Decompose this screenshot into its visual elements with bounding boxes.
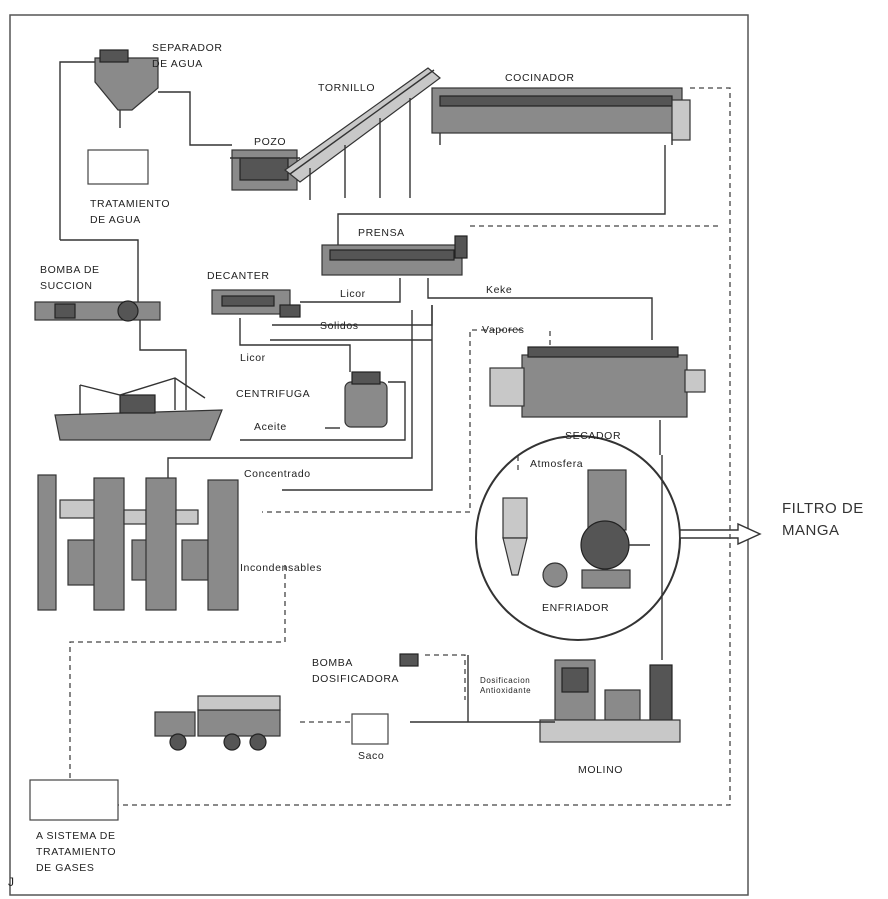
- label-dosificacion: Dosificacion Antioxidante: [480, 676, 531, 696]
- label-tratamiento-agua: TRATAMIENTO DE AGUA: [90, 196, 170, 228]
- label-incondensables: Incondensables: [240, 560, 322, 576]
- label-molino: MOLINO: [578, 762, 623, 778]
- label-concentrado: Concentrado: [244, 466, 311, 482]
- molino-equipment: [540, 660, 680, 742]
- saco-equipment: [352, 714, 388, 744]
- cocinador-equipment: [432, 88, 690, 145]
- label-atmosfera: Atmosfera: [530, 456, 583, 472]
- label-enfriador: ENFRIADOR: [542, 600, 609, 616]
- label-pozo: POZO: [254, 134, 286, 150]
- secador-equipment: [490, 347, 705, 417]
- enfriador-equipment: [503, 470, 630, 588]
- sistema-gases-box: [30, 780, 118, 820]
- label-prensa: PRENSA: [358, 225, 405, 241]
- prensa-equipment: [322, 236, 467, 275]
- truck-equipment: [155, 696, 280, 750]
- label-aceite: Aceite: [254, 419, 287, 435]
- centrifuga-equipment: [345, 372, 387, 427]
- label-sistema-gases: A SISTEMA DE TRATAMIENTO DE GASES: [36, 828, 116, 876]
- label-centrifuga: CENTRIFUGA: [236, 386, 310, 402]
- label-licor-1: Licor: [340, 286, 366, 302]
- label-bomba-succion: BOMBA DE SUCCION: [40, 262, 100, 294]
- boat-equipment: [55, 378, 222, 440]
- label-saco: Saco: [358, 748, 384, 764]
- label-separador: SEPARADOR DE AGUA: [152, 40, 223, 72]
- label-keke: Keke: [486, 282, 512, 298]
- decanter-equipment: [212, 290, 300, 317]
- label-bomba-dosificadora: BOMBA DOSIFICADORA: [312, 655, 399, 687]
- separador-agua-equipment: [95, 50, 158, 128]
- label-cocinador: COCINADOR: [505, 70, 575, 86]
- label-vapores: Vapores: [482, 322, 525, 338]
- label-solidos: Solidos: [320, 318, 359, 334]
- bomba-succion-equipment: [35, 301, 160, 321]
- evaporator-plant-equipment: [38, 475, 238, 610]
- label-licor-2: Licor: [240, 350, 266, 366]
- label-decanter: DECANTER: [207, 268, 270, 284]
- corner-mark: J: [8, 874, 15, 890]
- label-tornillo: TORNILLO: [318, 80, 375, 96]
- label-secador: SECADOR: [565, 428, 621, 444]
- bomba-dosificadora-equipment: [400, 654, 418, 666]
- tratamiento-agua-box: [88, 150, 148, 184]
- label-filtro-manga: FILTRO DE MANGA: [782, 498, 864, 542]
